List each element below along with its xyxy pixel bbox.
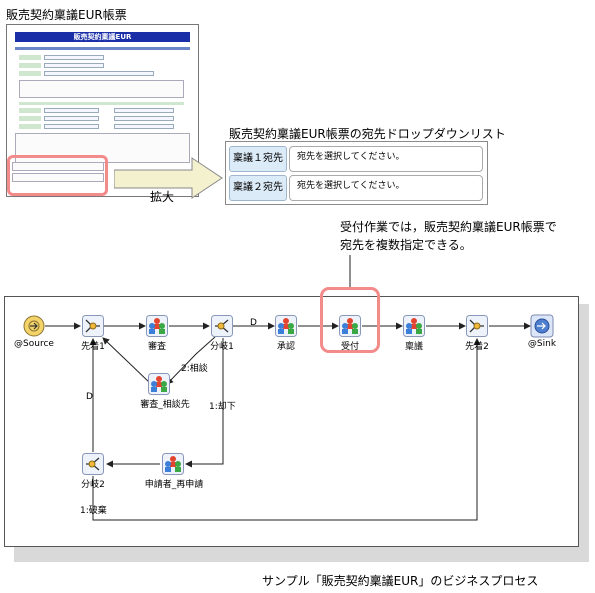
confluence2-label: 先着2	[465, 342, 489, 352]
confluence1-node-icon[interactable]	[82, 315, 104, 337]
thumbnail-dest1	[12, 162, 104, 171]
branch1-node-icon[interactable]	[211, 315, 233, 337]
thumbnail-notes-box	[19, 80, 184, 98]
dropdown-row-1: 稟議１宛先 宛先を選択してください。	[229, 146, 483, 172]
source-label: @Source	[14, 339, 54, 349]
process-frame	[4, 296, 579, 547]
form-thumbnail-header: 販売契約稟議EUR	[15, 32, 190, 42]
thumbnail-section-bar	[15, 47, 190, 50]
confluence2-node-icon[interactable]	[466, 315, 488, 337]
expand-arrow-icon	[114, 157, 223, 199]
edge-label-consult: 2:相談	[181, 364, 208, 374]
approval-label: 承認	[276, 342, 296, 352]
review-consult-label: 審査_相談先	[140, 400, 190, 410]
dropdown-title: 販売契約稟議EUR帳票の宛先ドロップダウンリスト	[229, 127, 506, 141]
form-highlight	[7, 155, 108, 196]
thumbnail-row	[19, 116, 184, 121]
confluence1-label: 先着1	[81, 342, 105, 352]
thumbnail-dest2	[12, 173, 104, 182]
reapply-task-icon[interactable]	[162, 453, 184, 475]
ringi-task-icon[interactable]	[403, 315, 425, 337]
edge-label-reject: 1:却下	[209, 402, 236, 412]
dest2-select[interactable]: 宛先を選択してください。	[289, 175, 483, 201]
edge-label-d1: D	[250, 318, 257, 328]
source-node-icon[interactable]	[23, 315, 45, 337]
form-thumbnail-title: 販売契約稟議EUR帳票	[6, 8, 127, 22]
figure-caption: サンプル「販売契約稟議EUR」のビジネスプロセス	[262, 574, 539, 588]
edge-branch1-reapply	[185, 338, 224, 468]
thumbnail-row	[19, 71, 184, 76]
dest2-label: 稟議２宛先	[229, 175, 287, 201]
review-consult-task-icon[interactable]	[148, 373, 170, 395]
thumbnail-table-header	[19, 102, 184, 105]
sink-node-icon[interactable]	[530, 314, 554, 338]
edge-consult-confluence1	[102, 337, 152, 385]
thumbnail-row	[19, 108, 184, 113]
ringi-label: 稟議	[404, 342, 424, 352]
accept-task-icon[interactable]	[339, 315, 361, 337]
review-label: 審査	[147, 342, 167, 352]
branch1-label: 分岐1	[210, 342, 234, 352]
reapply-label: 申請者_再申請	[144, 480, 204, 490]
edge-label-d2: D	[86, 392, 93, 402]
form-thumbnail: 販売契約稟議EUR	[6, 24, 199, 197]
thumbnail-row	[19, 63, 184, 68]
review-task-icon[interactable]	[146, 315, 168, 337]
branch2-label: 分岐2	[81, 480, 105, 490]
dropdown-panel: 稟議１宛先 宛先を選択してください。 稟議２宛先 宛先を選択してください。	[225, 141, 488, 205]
callout-text-line1: 受付作業では，販売契約稟議EUR帳票で	[340, 220, 557, 234]
callout-text-line2: 宛先を複数指定できる。	[340, 238, 472, 252]
edge-branch2-confluence2	[92, 338, 481, 521]
sink-label: @Sink	[527, 339, 557, 349]
approval-task-icon[interactable]	[275, 315, 297, 337]
dropdown-row-2: 稟議２宛先 宛先を選択してください。	[229, 175, 483, 201]
edge-branch1-consult	[166, 336, 216, 385]
edge-label-discard: 1:破棄	[80, 506, 107, 516]
dest1-select[interactable]: 宛先を選択してください。	[289, 146, 483, 172]
thumbnail-row	[19, 55, 184, 60]
expand-label: 拡大	[150, 190, 175, 204]
branch2-node-icon[interactable]	[82, 453, 104, 475]
dest1-label: 稟議１宛先	[229, 146, 287, 172]
thumbnail-row	[19, 124, 184, 129]
accept-highlight	[320, 287, 380, 353]
accept-label: 受付	[340, 342, 360, 352]
